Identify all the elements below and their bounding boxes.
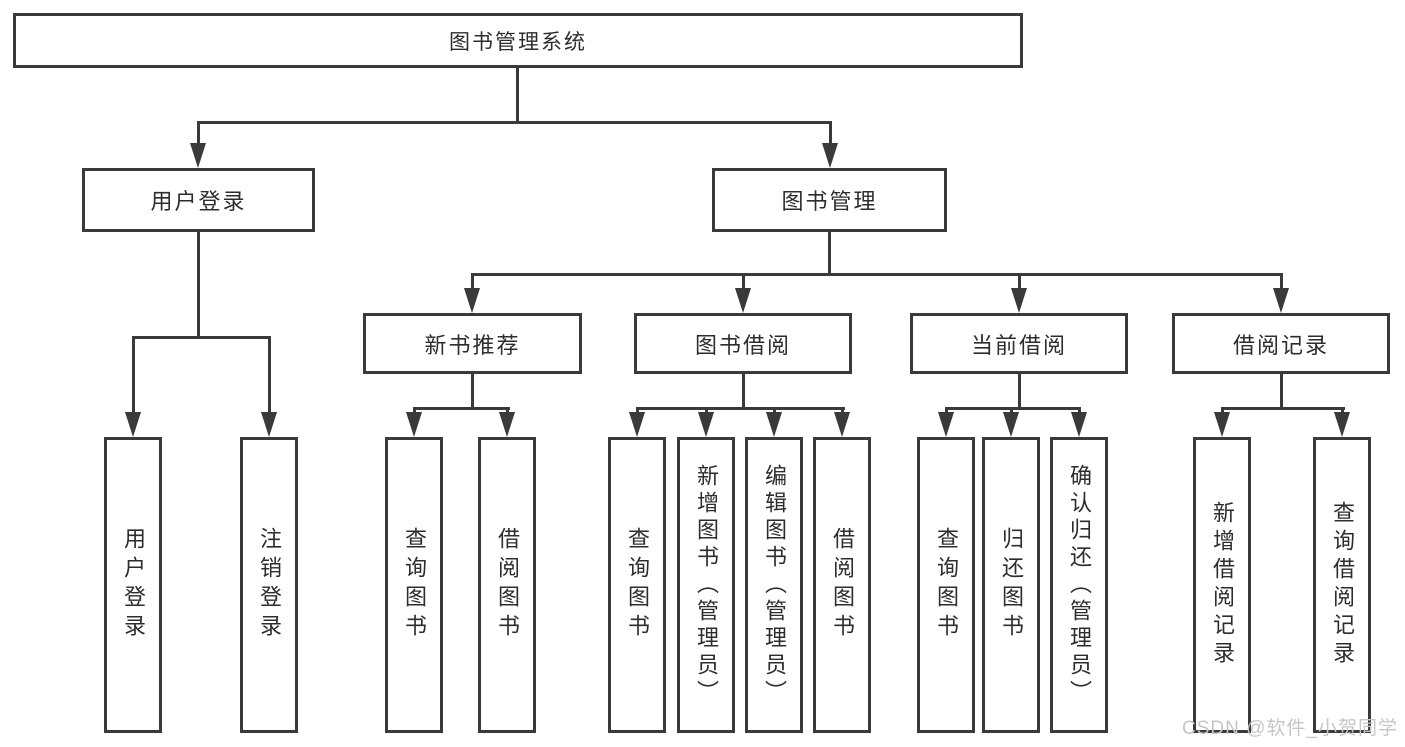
- node-library-management-system: 图书管理系统: [13, 13, 1023, 68]
- arrowhead-down: [834, 412, 850, 437]
- connector-line: [773, 407, 776, 414]
- connector-line: [1018, 374, 1021, 407]
- arrowhead-down: [406, 412, 422, 437]
- leaf-user-login: 用户登录: [104, 437, 162, 733]
- connector-line: [197, 121, 832, 124]
- connector-line: [636, 407, 639, 414]
- arrowhead-down: [822, 143, 838, 168]
- arrowhead-down: [629, 412, 645, 437]
- connector-line: [1280, 374, 1283, 407]
- arrowhead-down: [766, 412, 782, 437]
- leaf-current-confirm-return-admin: 确认归还（管理员）: [1050, 437, 1108, 733]
- leaf-borrow-borrow-book: 借阅图书: [813, 437, 871, 733]
- connector-line: [506, 407, 509, 414]
- connector-line: [413, 407, 510, 410]
- leaf-current-return-book: 归还图书: [982, 437, 1040, 733]
- leaf-logout: 注销登录: [240, 437, 298, 733]
- node-book-borrow: 图书借阅: [634, 313, 852, 374]
- connector-line: [471, 273, 474, 290]
- connector-line: [742, 273, 745, 290]
- arrowhead-down: [464, 288, 480, 313]
- connector-line: [471, 374, 474, 407]
- connector-line: [828, 232, 831, 273]
- connector-line: [1078, 407, 1081, 414]
- connector-line: [829, 121, 832, 145]
- arrowhead-down: [1334, 412, 1350, 437]
- arrowhead-down: [1003, 412, 1019, 437]
- leaf-borrow-query-book: 查询图书: [608, 437, 666, 733]
- arrowhead-down: [499, 412, 515, 437]
- node-book-management: 图书管理: [712, 168, 947, 232]
- connector-line: [1221, 407, 1345, 410]
- arrowhead-down: [1273, 288, 1289, 313]
- connector-line: [945, 407, 1081, 410]
- leaf-record-query-record: 查询借阅记录: [1313, 437, 1371, 733]
- connector-line: [132, 336, 271, 339]
- arrowhead-down: [938, 412, 954, 437]
- connector-line: [742, 374, 745, 407]
- connector-line: [1018, 273, 1021, 290]
- leaf-borrow-add-book-admin: 新增图书（管理员）: [677, 437, 735, 733]
- arrowhead-down: [698, 412, 714, 437]
- connector-line: [705, 407, 708, 414]
- connector-line: [841, 407, 844, 414]
- connector-line: [132, 336, 135, 414]
- arrowhead-down: [1214, 412, 1230, 437]
- connector-line: [636, 407, 845, 410]
- connector-line: [1221, 407, 1224, 414]
- connector-line: [945, 407, 948, 414]
- arrowhead-down: [261, 412, 277, 437]
- arrowhead-down: [125, 412, 141, 437]
- arrowhead-down: [735, 288, 751, 313]
- connector-line: [1280, 273, 1283, 290]
- arrowhead-down: [1071, 412, 1087, 437]
- csdn-watermark: CSDN @软件_小贺同学: [1182, 718, 1398, 739]
- connector-line: [516, 68, 519, 121]
- node-current-borrow: 当前借阅: [910, 313, 1128, 374]
- arrowhead-down: [1011, 288, 1027, 313]
- node-borrow-record: 借阅记录: [1172, 313, 1390, 374]
- node-user-login: 用户登录: [82, 168, 315, 232]
- leaf-current-query-book: 查询图书: [917, 437, 975, 733]
- connector-line: [1010, 407, 1013, 414]
- connector-line: [1341, 407, 1344, 414]
- leaf-record-add-record: 新增借阅记录: [1193, 437, 1251, 733]
- arrowhead-down: [190, 143, 206, 168]
- connector-line: [413, 407, 416, 414]
- connector-line: [471, 273, 1283, 276]
- connector-line: [197, 121, 200, 145]
- leaf-borrow-edit-book-admin: 编辑图书（管理员）: [745, 437, 803, 733]
- node-new-book-recommend: 新书推荐: [363, 313, 582, 374]
- connector-line: [197, 232, 200, 336]
- leaf-newbook-query-book: 查询图书: [385, 437, 443, 733]
- connector-line: [268, 336, 271, 414]
- leaf-newbook-borrow-book: 借阅图书: [478, 437, 536, 733]
